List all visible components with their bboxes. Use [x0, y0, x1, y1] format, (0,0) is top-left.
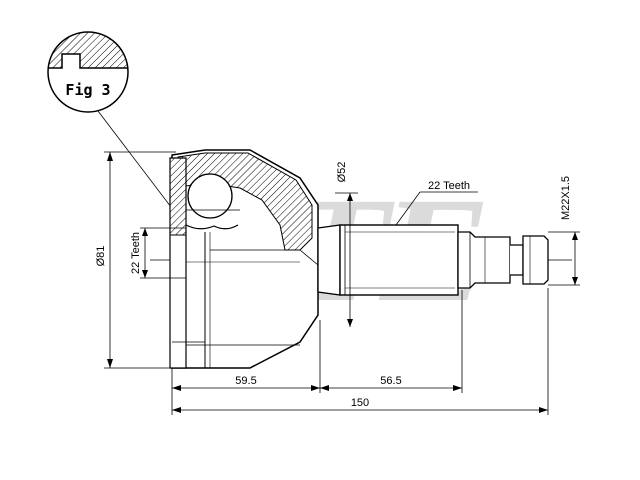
stub-diameter-label: Ø52	[336, 162, 348, 183]
stub-shaft	[317, 224, 549, 296]
outer-diameter-label: Ø81	[95, 246, 107, 267]
fig-detail-callout: Fig 3	[47, 31, 191, 233]
figure-label: Fig 3	[65, 81, 110, 99]
shaft-length-label: 56.5	[380, 375, 401, 387]
ball	[187, 173, 233, 219]
thread-label: M22X1.5	[560, 176, 572, 220]
bell-housing	[169, 149, 319, 369]
dimension-arrows	[107, 152, 578, 413]
outer-spline-label: 22 Teeth	[428, 180, 470, 192]
dimension-lines	[104, 151, 580, 415]
overall-length-label: 150	[351, 397, 369, 409]
inner-spline-label: 22 Teeth	[130, 232, 142, 274]
bell-length-label: 59.5	[235, 375, 256, 387]
